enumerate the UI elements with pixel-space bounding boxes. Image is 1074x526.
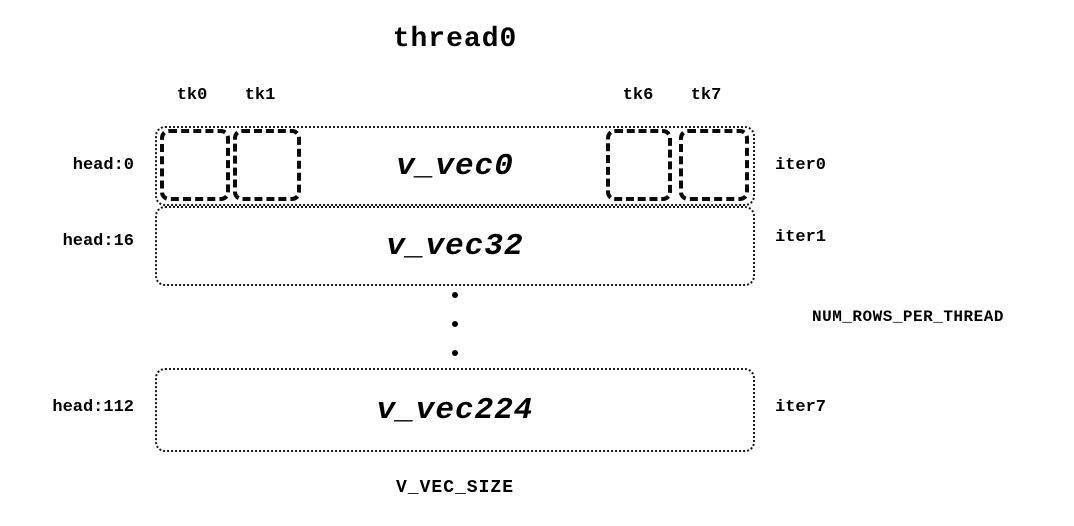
row-iter1-box: v_vec32 xyxy=(155,206,755,286)
tk1-box xyxy=(233,129,301,201)
iter-label-1: iter1 xyxy=(775,228,827,247)
diagram-title: thread0 xyxy=(392,24,518,55)
ellipsis-dot xyxy=(452,321,458,327)
v-vec-size-label: V_VEC_SIZE xyxy=(395,478,515,498)
row-iter0-box: v_vec0 xyxy=(155,126,755,206)
iter-label-0: iter0 xyxy=(775,156,827,175)
ellipsis-dot xyxy=(452,292,458,298)
iter-label-7: iter7 xyxy=(775,398,827,417)
head-label-iter0: head:0 xyxy=(72,156,134,175)
head-label-iter1: head:16 xyxy=(62,232,134,251)
tk-label-1: tk1 xyxy=(244,86,276,105)
num-rows-per-thread-label: NUM_ROWS_PER_THREAD xyxy=(812,308,1004,326)
vec-label-iter0: v_vec0 xyxy=(396,148,514,184)
tk-label-6: tk6 xyxy=(622,86,654,105)
vec-label-iter7: v_vec224 xyxy=(376,392,534,428)
tk-label-7: tk7 xyxy=(690,86,722,105)
tk6-box xyxy=(606,129,672,201)
tk0-box xyxy=(160,129,230,201)
row-iter7-box: v_vec224 xyxy=(155,368,755,452)
tk-label-0: tk0 xyxy=(176,86,208,105)
ellipsis-dot xyxy=(452,350,458,356)
tk7-box xyxy=(679,129,749,201)
vec-label-iter1: v_vec32 xyxy=(386,228,524,264)
vertical-ellipsis xyxy=(155,292,755,356)
head-label-iter7: head:112 xyxy=(52,398,134,417)
